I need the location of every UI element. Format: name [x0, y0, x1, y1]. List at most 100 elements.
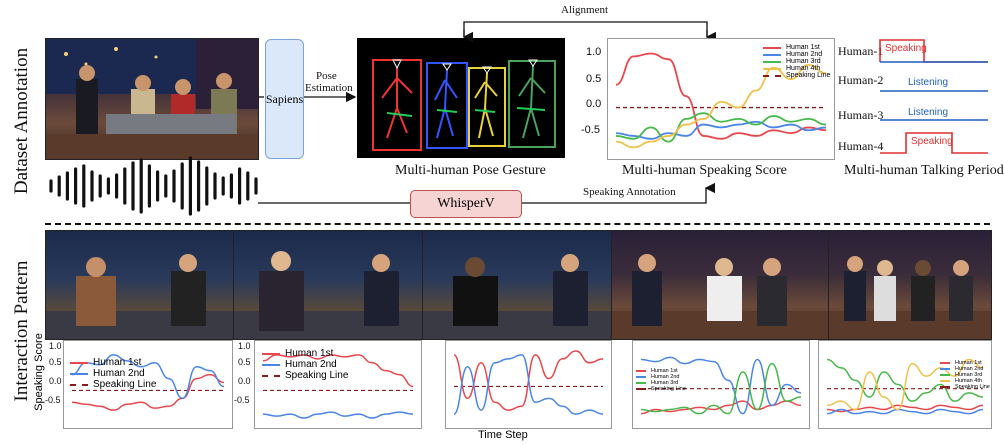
interaction-pattern-label: Interaction Pattern [11, 260, 32, 402]
ytick-main-2: 0.5 [586, 73, 602, 85]
series-line-human-1st [615, 52, 827, 140]
legend-c2: Human 1st Human 2nd Speaking Line [262, 348, 348, 381]
legend-c1-h1: Human 1st [93, 357, 142, 368]
talk-row-2-label: Human-2 [838, 73, 884, 87]
speaking-score-chart-1 [63, 340, 233, 429]
talk-row-1-state: Speaking [885, 43, 927, 54]
talk-row-2-state: Listening [908, 77, 949, 88]
pose-skeletons [372, 59, 556, 151]
ytick-c1-1: 1.0 [49, 341, 62, 351]
legend-c1-line: Speaking Line [93, 379, 157, 390]
legend-c5-h3: Human 3rd [955, 372, 983, 378]
dataset-annotation-label: Dataset Annotation [11, 47, 32, 195]
legend-c5-line: Speaking Line [955, 384, 990, 390]
talk-row-4-state: Speaking [911, 136, 953, 147]
legend-c4-h3: Human 3rd [651, 380, 679, 386]
ytick-c1-2: 0.5 [49, 357, 62, 367]
speaking-score-chart-main [607, 38, 835, 160]
interaction-scene-5 [829, 256, 991, 339]
audio-waveform [49, 156, 258, 216]
ytick-c2-1: 1.0 [238, 341, 251, 351]
series-line-human-4th [826, 358, 984, 411]
alignment-connector [462, 21, 717, 43]
series-line-human-2nd [71, 354, 225, 400]
sapiens-box: Sapiens [265, 39, 304, 159]
pose-label-line2: Estimation [305, 82, 353, 94]
speaking-annotation-label: Speaking Annotation [583, 186, 676, 198]
legend-main-h1: Human 1st [786, 44, 820, 51]
interaction-scene-3 [423, 254, 611, 339]
sapiens-label: Sapiens [265, 91, 304, 106]
pose-label-line1: Pose [316, 70, 337, 82]
time-step-label: Time Step [478, 429, 528, 441]
legend-main: Human 1st Human 2nd Human 3rd Human 4th … [763, 44, 830, 79]
legend-c5-h2: Human 2nd [955, 366, 984, 372]
talking-period-signals [879, 39, 988, 154]
alignment-label: Alignment [561, 4, 609, 16]
speaking-score-axis-label: Speaking Score [33, 333, 45, 411]
ytick-main-1: 1.0 [586, 46, 602, 58]
source-video-frame [45, 38, 259, 160]
legend-c5-h1: Human 1st [955, 360, 982, 366]
whisper-arrows [258, 182, 716, 204]
talk-row-4-label: Human-4 [838, 139, 884, 153]
interaction-scene-1 [46, 254, 233, 339]
series-line-human-2nd [262, 411, 414, 419]
ytick-c2-2: 0.5 [238, 357, 251, 367]
talk-row-1-label: Human-1 [838, 44, 884, 58]
legend-c4: Human 1st Human 2nd Human 3rd Speaking L… [636, 368, 686, 392]
interaction-frame-4 [611, 230, 829, 340]
caption-talking: Multi-human Talking Period [844, 163, 1004, 178]
speaking-score-chart-5 [818, 340, 992, 429]
legend-c4-h1: Human 1st [651, 368, 678, 374]
legend-main-h2: Human 2nd [786, 51, 823, 58]
series-line-human-1st [71, 373, 225, 411]
speaking-score-chart-3 [445, 340, 612, 429]
legend-c1: Human 1st Human 2nd Speaking Line [70, 357, 156, 390]
interaction-scene-2 [234, 251, 422, 339]
interaction-scene-4 [612, 254, 828, 339]
legend-c2-h1: Human 1st [285, 348, 334, 359]
pose-gesture-panel [357, 38, 565, 158]
ytick-c1-4: -0.5 [45, 395, 61, 405]
series-line-human-2nd [615, 120, 827, 140]
section-divider [45, 223, 990, 225]
series-line-human-2nd [640, 356, 802, 415]
interaction-frame-2 [233, 230, 423, 340]
legend-main-line: Speaking Line [786, 72, 831, 79]
series-line-human-1st [262, 354, 414, 388]
series-line-human-1st [640, 400, 802, 415]
talk-row-3-state: Listening [908, 107, 949, 118]
series-line-human-3rd [826, 358, 984, 402]
legend-c5: Human 1st Human 2nd Human 3rd Human 4th … [940, 360, 990, 390]
ytick-c2-3: 0.0 [238, 376, 251, 386]
legend-c2-line: Speaking Line [285, 370, 349, 381]
interaction-frame-1 [45, 230, 234, 340]
speaking-score-chart-2 [254, 340, 422, 429]
signal-human-4 [880, 132, 988, 154]
series-line-human-4th [615, 63, 827, 149]
interaction-frame-3 [422, 230, 612, 340]
interaction-frame-5 [828, 230, 992, 340]
pipeline-arrows [258, 91, 357, 103]
legend-main-h3: Human 3rd [786, 58, 821, 65]
speaking-score-chart-4 [632, 340, 810, 429]
caption-pose: Multi-human Pose Gesture [395, 163, 546, 178]
ytick-c1-3: 0.0 [49, 376, 62, 386]
series-line-human-2nd [453, 354, 604, 415]
legend-main-h4: Human 4th [786, 65, 821, 72]
ytick-main-4: -0.5 [581, 124, 600, 136]
legend-c1-h2: Human 2nd [93, 368, 145, 379]
series-line-human-2nd [826, 408, 984, 415]
legend-c4-line: Speaking Line [651, 386, 686, 392]
caption-score: Multi-human Speaking Score [622, 163, 787, 178]
ytick-main-3: 0.0 [586, 98, 602, 110]
whisperv-box: WhisperV [410, 190, 522, 218]
talk-row-3-label: Human-3 [838, 108, 884, 122]
whisperv-label: WhisperV [437, 196, 495, 211]
series-line-human-3rd [615, 112, 827, 143]
ytick-c2-4: -0.5 [234, 395, 250, 405]
legend-c2-h2: Human 2nd [285, 359, 337, 370]
series-line-human-3rd [640, 362, 802, 415]
source-video-scene [46, 39, 258, 159]
